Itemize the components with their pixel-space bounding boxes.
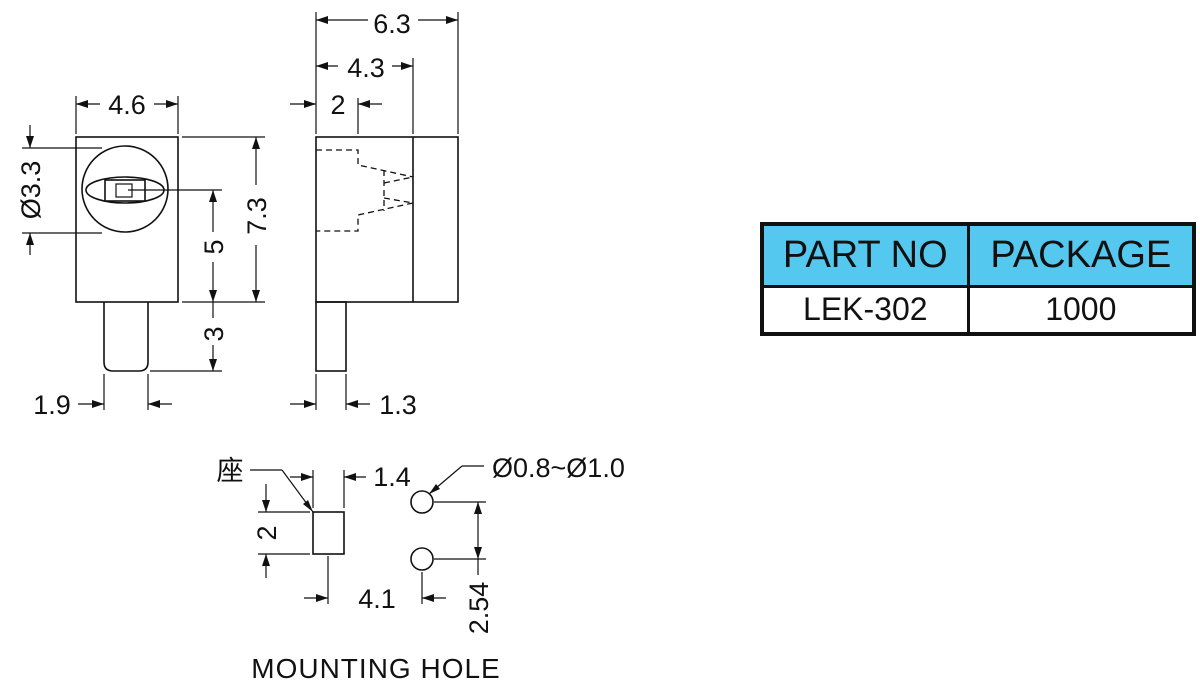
mounting-hole-top (410, 490, 434, 514)
front-pin-outline (103, 302, 149, 372)
dim-front-pin-width: 1.9 (33, 390, 71, 420)
header-package: PACKAGE (966, 222, 1196, 288)
dim-hole-diameter: Ø0.8~Ø1.0 (492, 453, 625, 483)
cell-part-no: LEK-302 (760, 284, 970, 336)
mounting-hole-title: MOUNTING HOLE (251, 653, 500, 684)
cell-package: 1000 (966, 284, 1196, 336)
part-table: PART NO PACKAGE LEK-302 1000 (760, 222, 1196, 336)
dim-front-pin-length: 3 (199, 326, 229, 341)
side-view: 6.3 4.3 2 1.3 (290, 9, 459, 420)
side-pin-outline (315, 301, 347, 372)
dim-side-pin-width: 1.3 (379, 390, 417, 420)
table-header-row: PART NO PACKAGE (760, 222, 1196, 288)
seat-label: 座 (217, 456, 244, 486)
dim-side-depth: 4.3 (347, 53, 385, 83)
dim-side-recess: 2 (330, 90, 345, 120)
dim-seat-height: 2 (252, 525, 282, 540)
dim-front-height: 7.3 (242, 197, 272, 235)
header-part-no: PART NO (760, 222, 970, 288)
side-body-outline (315, 136, 459, 303)
dim-seat-width: 1.4 (373, 462, 411, 492)
front-lens-circle (81, 145, 169, 233)
dim-side-total: 6.3 (373, 9, 411, 39)
side-hidden-cavity (316, 149, 414, 232)
front-view: 4.6 Ø3.3 7.3 5 3 1.9 (16, 90, 272, 420)
dim-hole-pitch: 2.54 (464, 582, 494, 635)
dim-seat-spacing: 4.1 (358, 584, 396, 614)
mounting-hole-view: 座 1.4 2 Ø0.8~Ø1.0 (217, 453, 625, 684)
mounting-hole-bottom (410, 547, 434, 571)
dim-front-center: 5 (199, 239, 229, 254)
seat-rect (312, 511, 345, 555)
table-row: LEK-302 1000 (760, 284, 1196, 336)
dim-front-diameter: Ø3.3 (16, 161, 46, 220)
front-body-outline (75, 136, 179, 303)
dim-front-width: 4.6 (108, 90, 146, 120)
